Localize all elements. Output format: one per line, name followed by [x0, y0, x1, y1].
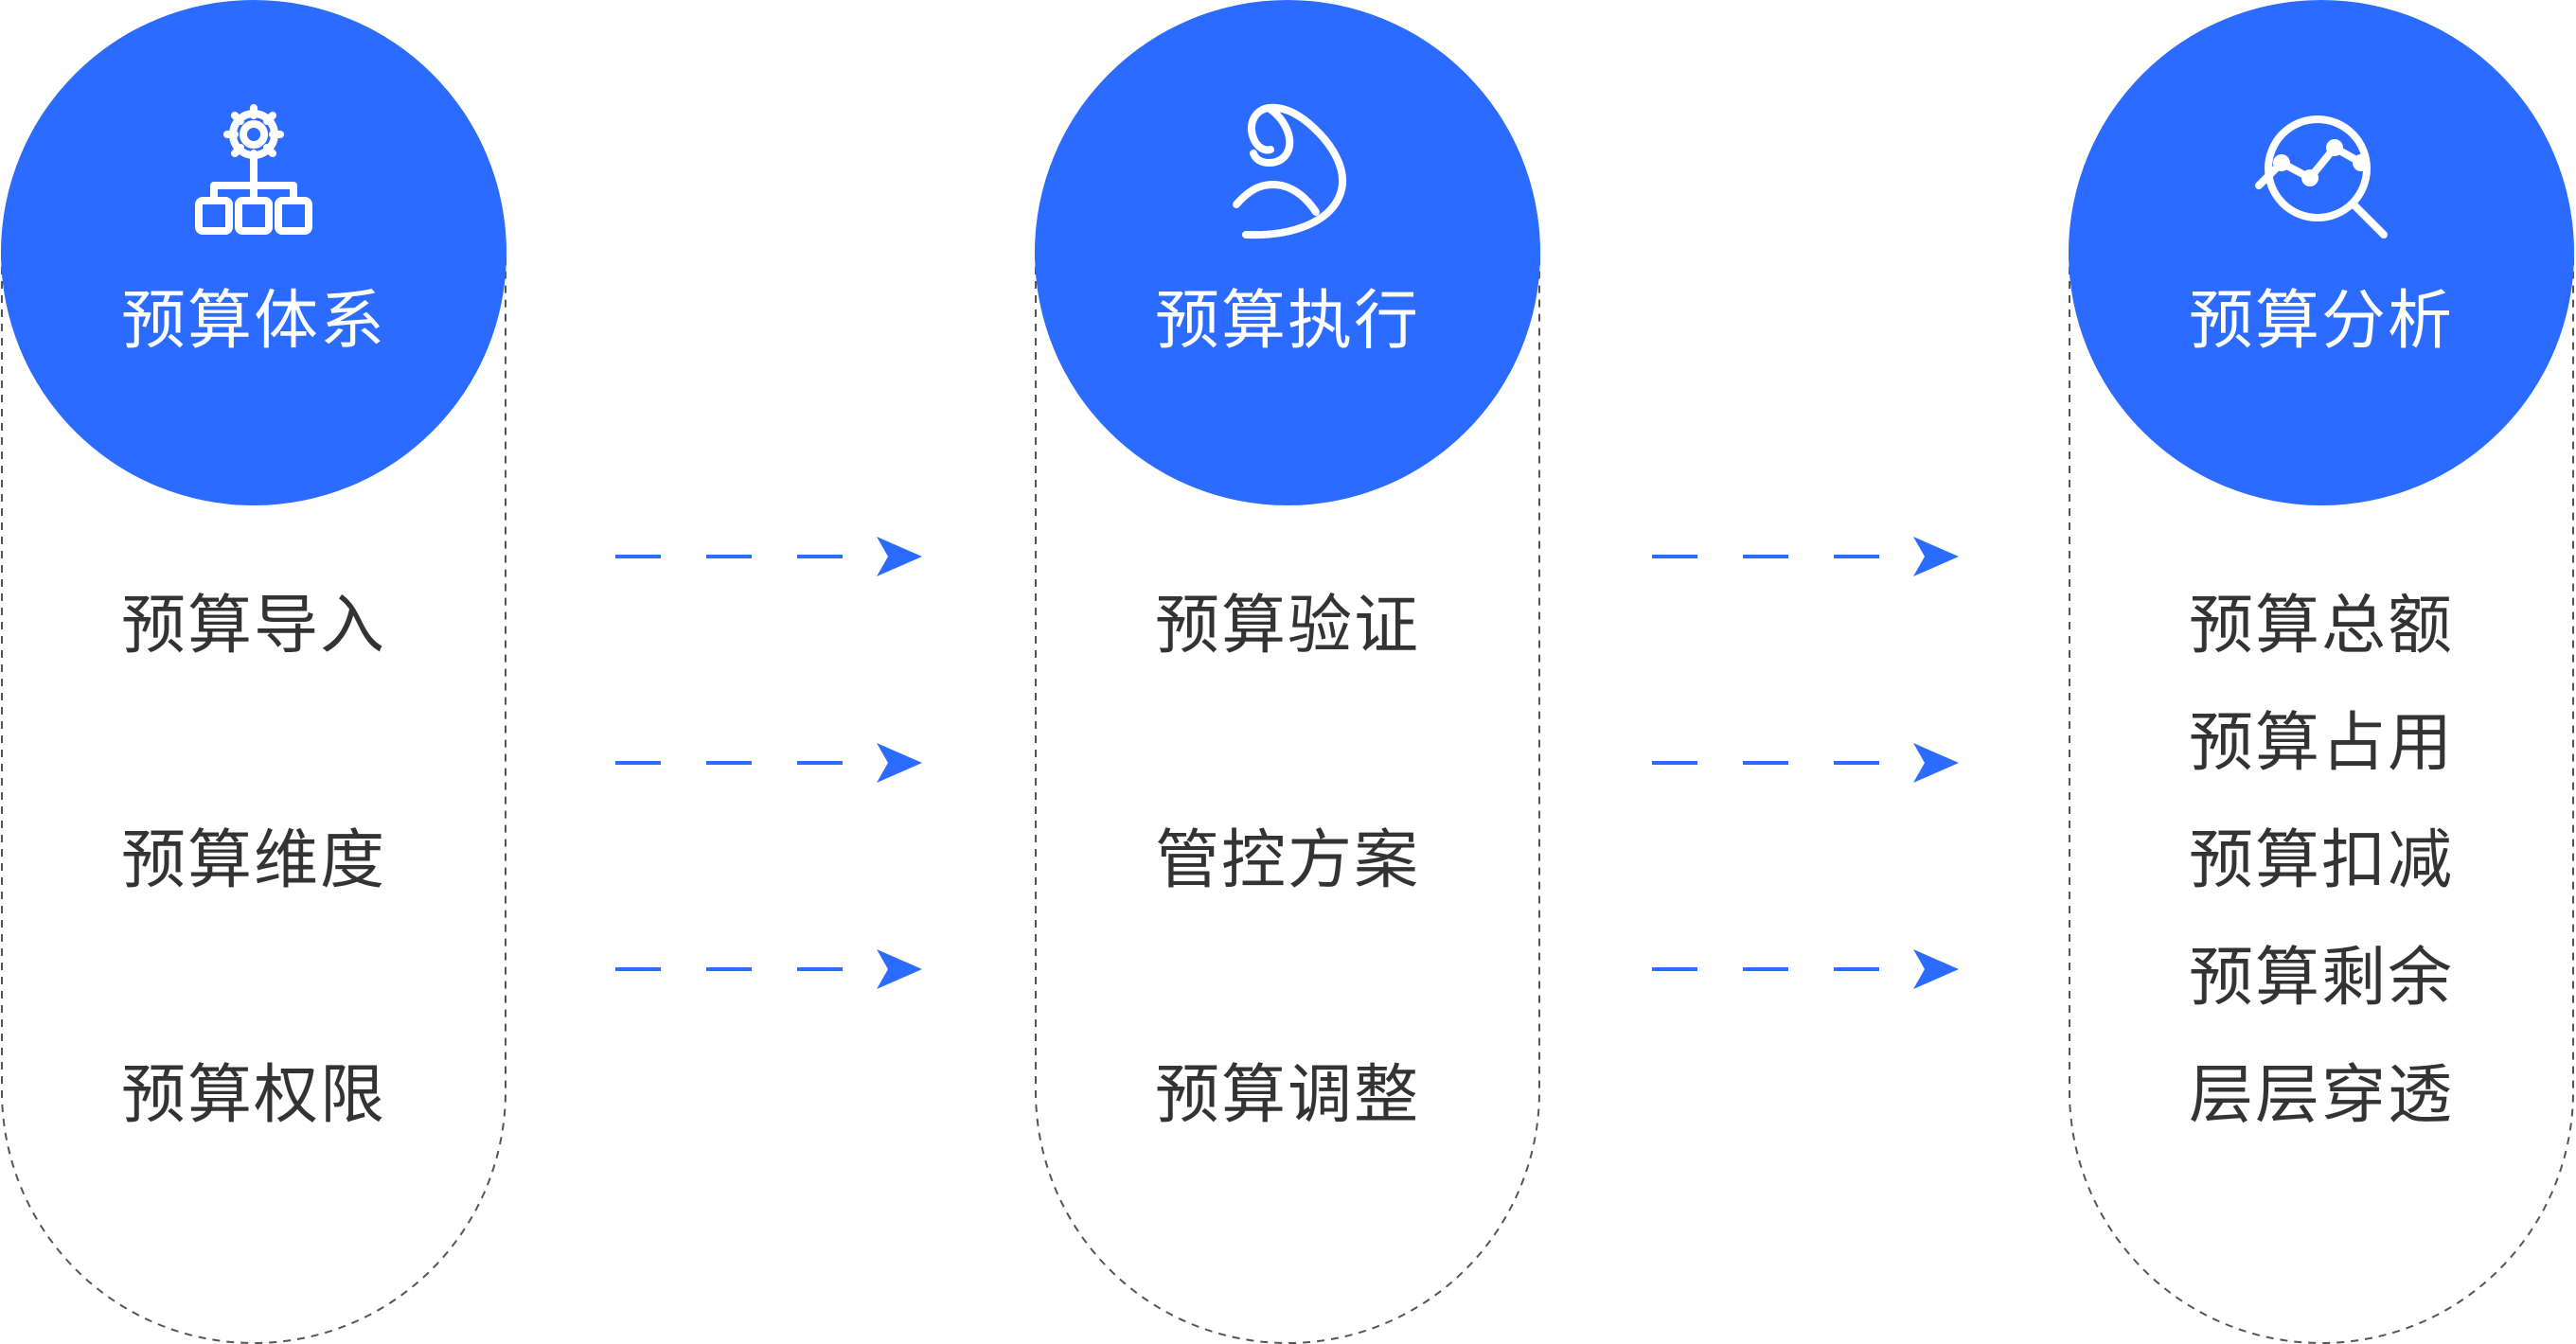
- stage-item: 预算导入: [120, 589, 386, 663]
- stage-header-circle: 预算执行: [1035, 0, 1540, 505]
- stage-outline: [1035, 253, 1540, 1344]
- stage-outline: [2069, 253, 2574, 1344]
- connector-arrows: [615, 0, 928, 1344]
- stage-item: 预算扣减: [2188, 823, 2454, 898]
- connector-arrows: [1652, 0, 1964, 1344]
- stage-item: 预算权限: [120, 1058, 386, 1133]
- dashed-arrow-right-icon: [615, 739, 928, 787]
- stage-item: 预算调整: [1154, 1058, 1420, 1133]
- org-chart-gear-icon: [176, 95, 332, 251]
- stage-items: 预算总额 预算占用 预算扣减 预算剩余 层层穿透: [2069, 0, 2574, 1344]
- stage-item: 预算剩余: [2188, 941, 2454, 1016]
- stage-header-circle: 预算分析: [2069, 0, 2574, 505]
- stage-title: 预算执行: [1154, 284, 1420, 359]
- stage-item: 预算占用: [2188, 706, 2454, 781]
- dashed-arrow-right-icon: [615, 946, 928, 993]
- stage-item: 层层穿透: [2188, 1058, 2454, 1133]
- stage-items: 预算导入 预算维度 预算权限: [1, 0, 506, 1344]
- magnifier-trend-icon: [2244, 95, 2400, 251]
- stage-items: 预算验证 管控方案 预算调整: [1035, 0, 1540, 1344]
- stage-column-budget-execution: 预算执行 预算验证 管控方案 预算调整: [1035, 0, 1540, 1344]
- stage-title: 预算体系: [120, 284, 386, 359]
- dashed-arrow-right-icon: [1652, 946, 1964, 993]
- dashed-arrow-right-icon: [1652, 533, 1964, 580]
- stage-column-budget-system: 预算体系 预算导入 预算维度 预算权限: [0, 0, 506, 1344]
- flexed-arm-icon: [1210, 95, 1366, 251]
- stage-title: 预算分析: [2188, 284, 2454, 359]
- dashed-arrow-right-icon: [615, 533, 928, 580]
- stage-item: 预算总额: [2188, 589, 2454, 663]
- stage-item: 预算验证: [1154, 589, 1420, 663]
- stage-item: 管控方案: [1154, 823, 1420, 898]
- stage-item: 预算维度: [120, 823, 386, 898]
- dashed-arrow-right-icon: [1652, 739, 1964, 787]
- stage-header-circle: 预算体系: [1, 0, 506, 505]
- stage-outline: [0, 253, 506, 1344]
- stage-column-budget-analysis: 预算分析 预算总额 预算占用 预算扣减 预算剩余 层层穿透: [2069, 0, 2574, 1344]
